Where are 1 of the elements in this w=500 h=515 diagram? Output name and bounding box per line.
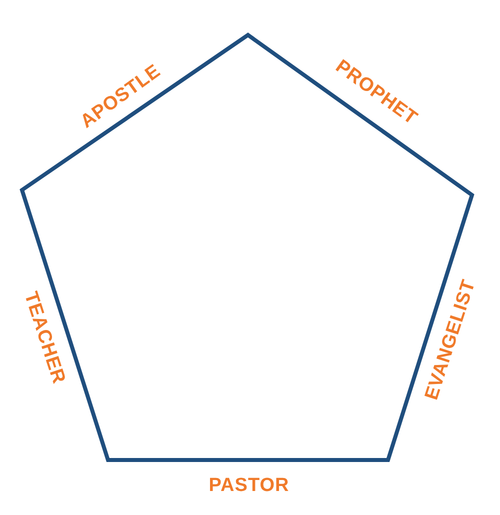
side-label: PASTOR: [208, 475, 290, 497]
